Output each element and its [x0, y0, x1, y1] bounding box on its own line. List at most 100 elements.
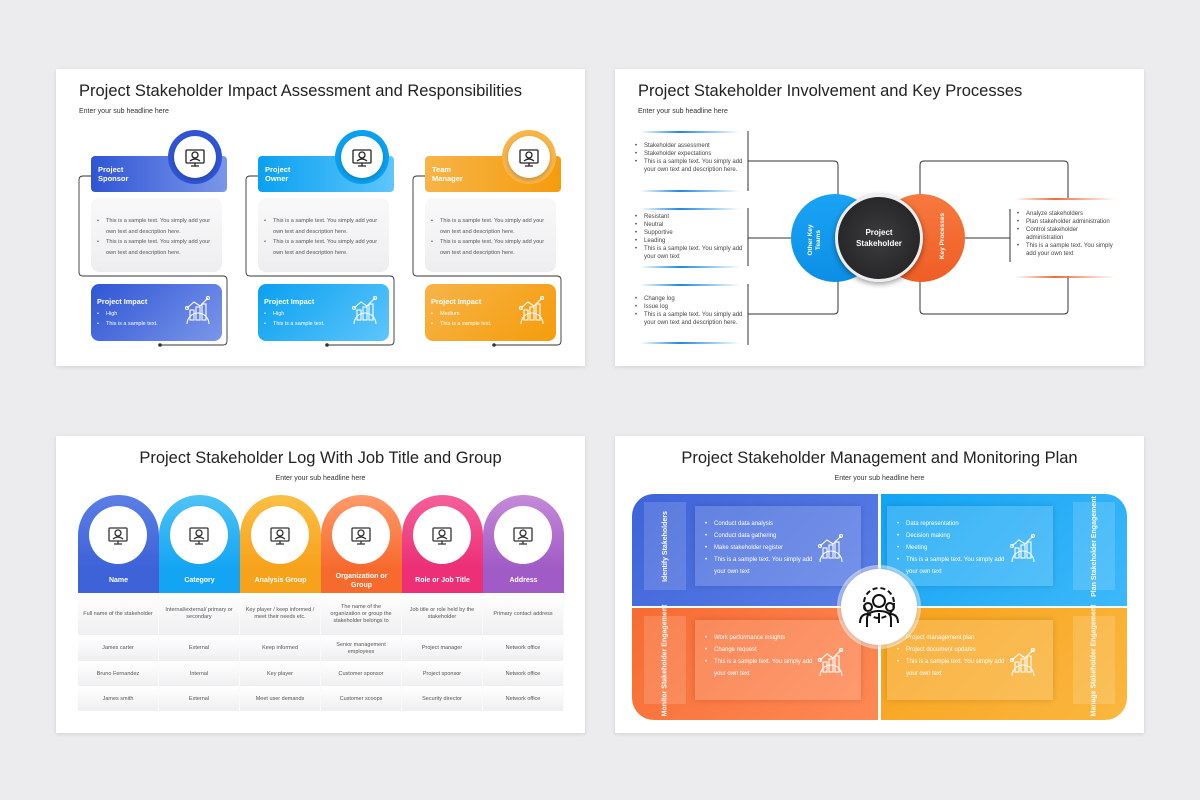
slide-title: Project Stakeholder Involvement and Key …: [638, 82, 1023, 100]
connector-line: [412, 175, 562, 347]
left-block-assessment: Stakeholder assessmentStakeholder expect…: [635, 142, 743, 174]
list-item: This is a sample text. You simply add yo…: [264, 216, 381, 237]
table-cell: Bruno Fernandez: [78, 662, 159, 687]
table-cell: James carter: [78, 636, 159, 662]
list-item: Plan stakeholder administration: [1017, 218, 1117, 226]
list-item: This is a sample text. You simply add yo…: [264, 237, 381, 258]
left-block-attitudes: ResistantNeutralSupportiveLeadingThis is…: [635, 213, 743, 261]
impact-chart-icon: [351, 295, 379, 331]
column-header: Analysis Group: [240, 568, 321, 593]
list-item: This is a sample text. You simply add yo…: [635, 311, 743, 327]
impact-box: Project Impact HighThis is a sample text…: [258, 284, 389, 341]
cv-folder-icon: [413, 506, 471, 564]
list-item: Project management plan: [897, 632, 1007, 644]
list-item: Stakeholder assessment: [635, 142, 743, 150]
list-item: Conduct data analysis: [705, 518, 815, 530]
slide-impact-assessment[interactable]: Project Stakeholder Impact Assessment an…: [56, 69, 585, 366]
list-item: Supportive: [635, 229, 743, 237]
list-item: Medium: [431, 309, 550, 319]
list-item: Issue log: [635, 303, 743, 311]
quadrant: Manage Stakeholder Engagement Project ma…: [881, 604, 1127, 720]
list-item: This is a sample text. You simply add yo…: [897, 554, 1007, 578]
stakeholder-column: Team Manager This is a sample text. You …: [412, 69, 562, 366]
slide-management-plan[interactable]: Project Stakeholder Management and Monit…: [615, 436, 1144, 733]
table-cell: Senior management employees: [321, 636, 402, 662]
table-cell: Internal/external/ primary or secondary: [159, 593, 240, 636]
quadrant-label: Manage Stakeholder Engagement: [1073, 604, 1115, 716]
table-cell: Network office: [483, 687, 564, 712]
description-box: This is a sample text. You simply add yo…: [425, 198, 556, 272]
people-search-icon: [251, 506, 309, 564]
network-people-icon: [817, 533, 845, 569]
impact-chart-icon: [518, 295, 546, 331]
list-item: This is a sample text. You simply add yo…: [897, 656, 1007, 680]
slide-title: Project Stakeholder Log With Job Title a…: [139, 449, 502, 467]
table-cell: Project manager: [402, 636, 483, 662]
table-cell: Network office: [483, 662, 564, 687]
list-item: This is a sample text.: [431, 319, 550, 329]
list-item: This is a sample text. You simply add yo…: [705, 554, 815, 578]
organization-gear-icon: [332, 506, 390, 564]
connector-lines: [747, 131, 1069, 345]
table-cell: James smith: [78, 687, 159, 712]
money-monitor-icon: [174, 136, 216, 178]
list-item: This is a sample text. You simply add yo…: [431, 237, 548, 258]
table-cell: Job title or role held by the stakeholde…: [402, 593, 483, 636]
slide-title: Project Stakeholder Management and Monit…: [681, 449, 1078, 467]
list-item: This is a sample text.: [97, 319, 216, 329]
right-block-processes: Analyze stakeholdersPlan stakeholder adm…: [1017, 210, 1117, 258]
table-cell: External: [159, 687, 240, 712]
table-cell: Security director: [402, 687, 483, 712]
list-item: This is a sample text. You simply add yo…: [97, 216, 214, 237]
badge-gear-icon: [1009, 647, 1037, 683]
home-location-icon: [494, 506, 552, 564]
table-cell: Primary contact address: [483, 593, 564, 636]
table-cell: Customer sponsor: [321, 662, 402, 687]
list-item: Change request: [705, 644, 815, 656]
slide-subtitle: Enter your sub headline here: [275, 475, 366, 482]
list-item: Resistant: [635, 213, 743, 221]
table-cell: Project sponsor: [402, 662, 483, 687]
quadrant: Identify Stakeholders Conduct data analy…: [632, 494, 878, 606]
impact-box: Project Impact MediumThis is a sample te…: [425, 284, 556, 341]
list-item: Change log: [635, 295, 743, 303]
impact-box: Project Impact HighThis is a sample text…: [91, 284, 222, 341]
table-cell: Key player: [240, 662, 321, 687]
folder-tree-icon: [170, 506, 228, 564]
id-badge-icon: [89, 506, 147, 564]
slide-subtitle: Enter your sub headline here: [79, 108, 169, 115]
description-box: This is a sample text. You simply add yo…: [258, 198, 389, 272]
monitor-analysis-icon: [817, 647, 845, 683]
project-stakeholder-circle: Project Stakeholder: [835, 194, 923, 282]
slide-involvement-processes[interactable]: Project Stakeholder Involvement and Key …: [615, 69, 1144, 366]
table-cell: Key player / keep informed / meet their …: [240, 593, 321, 636]
table-cell: Network office: [483, 636, 564, 662]
list-item: Analyze stakeholders: [1017, 210, 1117, 218]
list-item: Data representation: [897, 518, 1007, 530]
left-block-logs: Change logIssue logThis is a sample text…: [635, 295, 743, 327]
quadrant: Monitor Stakeholder Engagement Work perf…: [632, 604, 878, 720]
slide-stakeholder-log[interactable]: Project Stakeholder Log With Job Title a…: [56, 436, 585, 733]
column-header: Role or Job Title: [402, 568, 483, 593]
column-header: Category: [159, 568, 240, 593]
list-item: This is a sample text. You simply add yo…: [431, 216, 548, 237]
column-header: Organization or Group: [321, 568, 402, 593]
table-cell: Meet user demands: [240, 687, 321, 712]
impact-chart-icon: [184, 295, 212, 331]
list-item: This is a sample text. You simply add yo…: [97, 237, 214, 258]
slide-subtitle: Enter your sub headline here: [638, 108, 728, 115]
stakeholder-column: Project Owner This is a sample text. You…: [245, 69, 395, 366]
list-item: This is a sample text. You simply add yo…: [635, 158, 743, 174]
list-item: High: [264, 309, 383, 319]
quadrant-label: Identify Stakeholders: [644, 502, 686, 590]
quadrant-grid: Identify Stakeholders Conduct data analy…: [632, 494, 1127, 720]
list-item: This is a sample text. You simply add yo…: [705, 656, 815, 680]
list-item: Leading: [635, 237, 743, 245]
stakeholder-column: Project Sponsor This is a sample text. Y…: [78, 69, 228, 366]
list-item: Project document updates: [897, 644, 1007, 656]
connector-line: [78, 175, 228, 347]
